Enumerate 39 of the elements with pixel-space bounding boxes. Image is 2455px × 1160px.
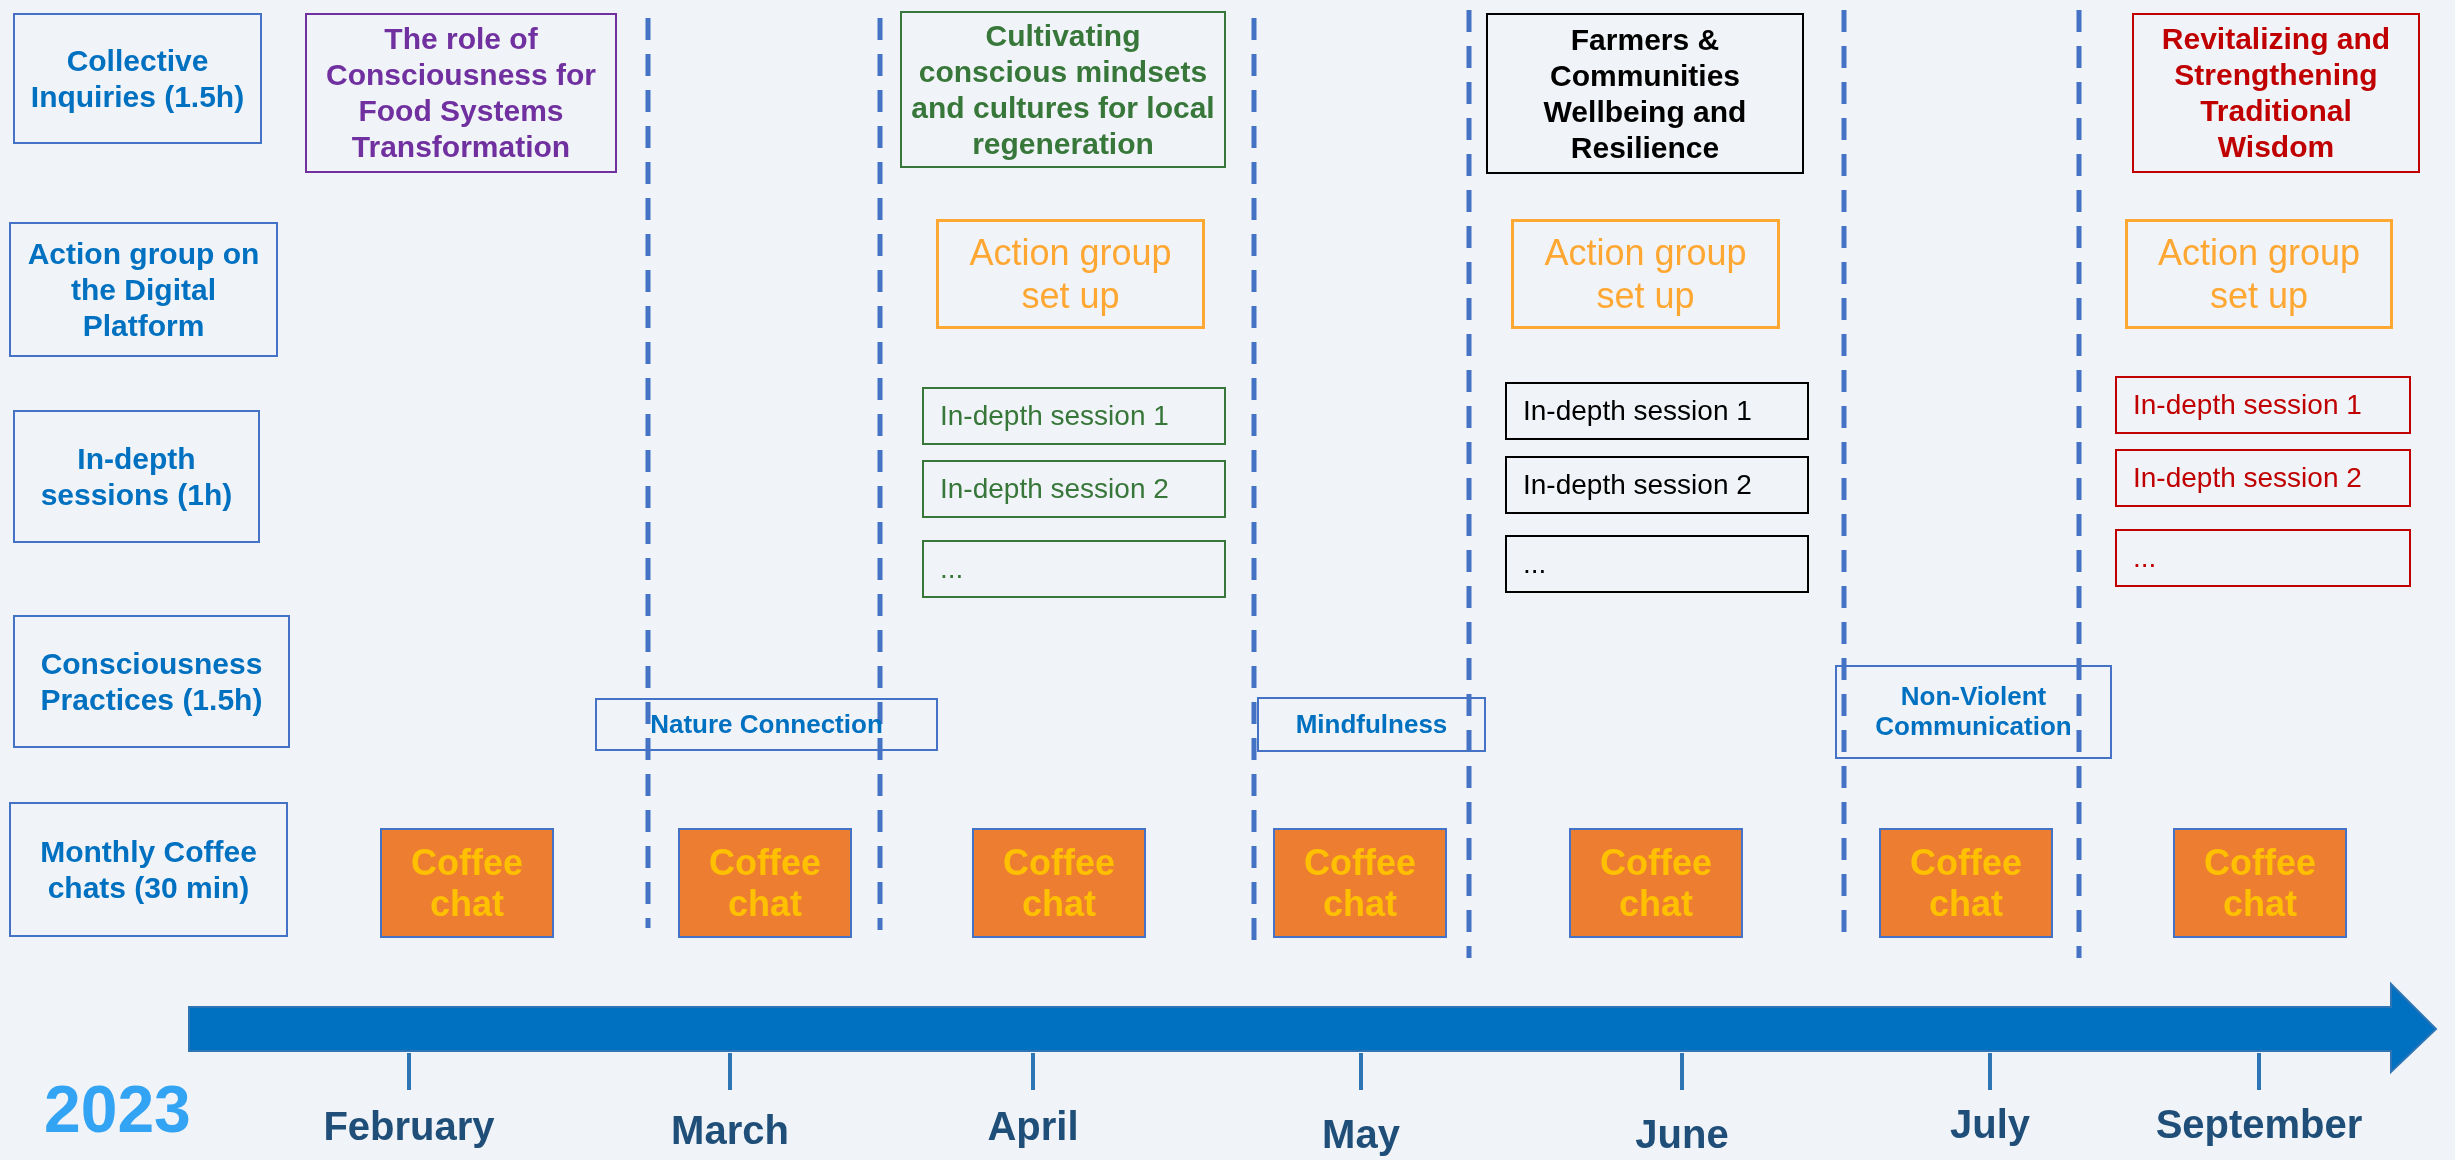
- action-group-box: Action group set up: [2125, 219, 2393, 329]
- session-box: In-depth session 2: [2115, 449, 2411, 507]
- session-box: In-depth session 2: [922, 460, 1226, 518]
- coffee-chat-box: Coffee chat: [2173, 828, 2347, 938]
- month-label: February: [323, 1106, 495, 1146]
- session-box: In-depth session 1: [922, 387, 1226, 445]
- row-label-box: Action group on the Digital Platform: [9, 222, 278, 357]
- action-group-box: Action group set up: [1511, 219, 1780, 329]
- action-group-box: Action group set up: [936, 219, 1205, 329]
- coffee-chat-box: Coffee chat: [1569, 828, 1743, 938]
- session-box: ...: [2115, 529, 2411, 587]
- practice-box: Non-Violent Communication: [1835, 665, 2112, 759]
- coffee-chat-box: Coffee chat: [380, 828, 554, 938]
- row-label-box: In-depth sessions (1h): [13, 410, 260, 543]
- month-label: June: [1635, 1114, 1729, 1154]
- row-label-box: Collective Inquiries (1.5h): [13, 13, 262, 144]
- month-label: May: [1322, 1114, 1400, 1154]
- year-label: 2023: [44, 1076, 191, 1142]
- topic-box: Farmers & Communities Wellbeing and Resilience: [1486, 13, 1804, 174]
- topic-box: The role of Consciousness for Food Systems Transformation: [305, 13, 617, 173]
- row-label-box: Consciousness Practices (1.5h): [13, 615, 290, 748]
- topic-box: Revitalizing and Strengthening Traditional Wisdom: [2132, 13, 2420, 173]
- month-label: March: [671, 1110, 789, 1150]
- month-label: July: [1950, 1104, 2030, 1144]
- session-box: In-depth session 2: [1505, 456, 1809, 514]
- session-box: ...: [922, 540, 1226, 598]
- row-label-box: Monthly Coffee chats (30 min): [9, 802, 288, 937]
- month-label: April: [987, 1106, 1079, 1146]
- coffee-chat-box: Coffee chat: [678, 828, 852, 938]
- practice-box: Nature Connection: [595, 698, 938, 751]
- month-label: September: [2155, 1104, 2363, 1144]
- coffee-chat-box: Coffee chat: [1879, 828, 2053, 938]
- session-box: In-depth session 1: [1505, 382, 1809, 440]
- session-box: In-depth session 1: [2115, 376, 2411, 434]
- session-box: ...: [1505, 535, 1809, 593]
- topic-box: Cultivating conscious mindsets and cultures for local regeneration: [900, 11, 1226, 168]
- coffee-chat-box: Coffee chat: [1273, 828, 1447, 938]
- practice-box: Mindfulness: [1257, 697, 1486, 752]
- coffee-chat-box: Coffee chat: [972, 828, 1146, 938]
